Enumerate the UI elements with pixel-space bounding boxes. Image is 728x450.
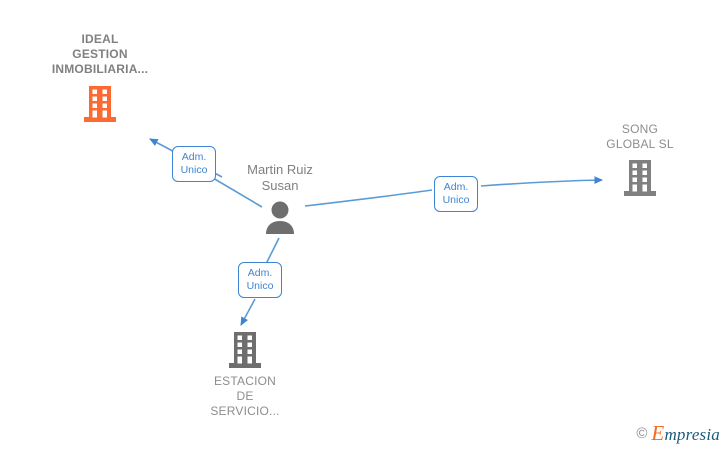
node-label-martin-ruiz-susan: Martin Ruiz Susan	[247, 162, 313, 193]
node-song-global-sl[interactable]: SONG GLOBAL SL	[585, 122, 695, 202]
node-label-song-global-sl: SONG GLOBAL SL	[606, 122, 674, 151]
edge-path-song-global-tail	[480, 176, 603, 187]
brand-empresia: Empresia	[651, 423, 720, 444]
building-icon	[622, 158, 658, 203]
watermark: © Empresia	[636, 423, 720, 444]
copyright-icon: ©	[636, 425, 648, 442]
node-label-ideal-gestion: IDEAL GESTION INMOBILIARIA...	[51, 32, 149, 76]
node-ideal-gestion[interactable]: IDEAL GESTION INMOBILIARIA...	[40, 32, 160, 124]
edge-label-ideal-gestion[interactable]: Adm. Unico	[172, 146, 216, 182]
person-icon	[263, 200, 297, 241]
node-label-estacion-de-servicio: ESTACION DE SERVICIO...	[210, 374, 280, 418]
brand-rest: mpresia	[664, 425, 720, 444]
building-icon	[82, 84, 118, 129]
edge-label-song-global[interactable]: Adm. Unico	[434, 176, 478, 212]
building-icon	[227, 330, 263, 375]
node-martin-ruiz-susan[interactable]: Martin Ruiz Susan	[220, 162, 340, 242]
node-estacion-de-servicio[interactable]: ESTACION DE SERVICIO...	[190, 330, 300, 422]
edge-path-estacion-tail	[240, 298, 256, 326]
brand-initial: E	[651, 421, 665, 445]
edge-label-estacion[interactable]: Adm. Unico	[238, 262, 282, 298]
